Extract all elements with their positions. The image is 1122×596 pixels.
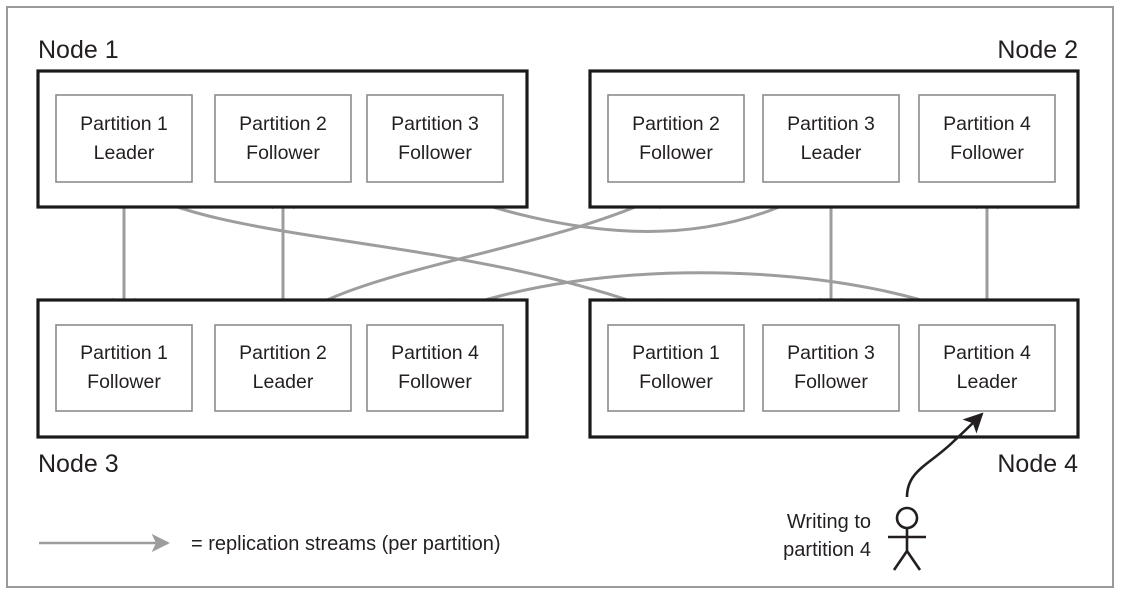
partition-role: Follower [87, 371, 161, 393]
partition-role: Leader [94, 142, 155, 164]
writer-arrow [905, 412, 984, 498]
stick-figure-icon [888, 506, 926, 571]
node-3-partition-2[interactable]: Partition 2 Leader [214, 324, 352, 412]
partition-role: Follower [950, 142, 1024, 164]
node-1-partition-3[interactable]: Partition 3 Follower [366, 94, 504, 183]
partition-role: Follower [246, 142, 320, 164]
node-1-partition-1[interactable]: Partition 1 Leader [55, 94, 193, 183]
node-1-partition-2[interactable]: Partition 2 Follower [214, 94, 352, 183]
node-4-partition-3[interactable]: Partition 4 Leader [918, 324, 1056, 412]
partition-name: Partition 2 [239, 342, 327, 364]
partition-name: Partition 4 [943, 113, 1031, 135]
node-4-partition-1[interactable]: Partition 1 Follower [607, 324, 745, 412]
node-1-group[interactable]: Node 1 Partition 1 Leader Partition 2 Fo… [36, 36, 529, 209]
partition-role: Follower [794, 371, 868, 393]
partition-name: Partition 3 [787, 113, 875, 135]
node-3-partition-3[interactable]: Partition 4 Follower [366, 324, 504, 412]
partition-name: Partition 3 [391, 113, 479, 135]
partition-name: Partition 4 [391, 342, 479, 364]
writer-label-line1: Writing to [787, 511, 871, 533]
partition-role: Follower [639, 142, 713, 164]
partition-role: Leader [957, 371, 1018, 393]
legend-group: = replication streams (per partition) [39, 533, 501, 555]
node-2-partition-3[interactable]: Partition 4 Follower [918, 94, 1056, 183]
legend-label: = replication streams (per partition) [191, 533, 501, 555]
partition-role: Follower [398, 142, 472, 164]
node-3-group[interactable]: Node 3 Partition 1 Follower Partition 2 … [36, 298, 529, 478]
partition-name: Partition 1 [632, 342, 720, 364]
partition-role: Follower [398, 371, 472, 393]
partition-name: Partition 4 [943, 342, 1031, 364]
partition-role: Leader [801, 142, 862, 164]
node-2-partition-2[interactable]: Partition 3 Leader [762, 94, 900, 183]
node-4-partition-2[interactable]: Partition 3 Follower [762, 324, 900, 412]
partition-name: Partition 2 [632, 113, 720, 135]
partition-name: Partition 2 [239, 113, 327, 135]
node-1-label: Node 1 [38, 36, 119, 64]
node-2-group[interactable]: Node 2 Partition 2 Follower Partition 3 … [588, 36, 1080, 209]
writer-annotation-group: Writing to partition 4 [783, 412, 984, 571]
node-2-partition-1[interactable]: Partition 2 Follower [607, 94, 745, 183]
partition-name: Partition 1 [80, 113, 168, 135]
partition-name: Partition 1 [80, 342, 168, 364]
writer-label-line2: partition 4 [783, 539, 871, 561]
node-4-group[interactable]: Node 4 Partition 1 Follower Partition 3 … [588, 298, 1080, 478]
partition-name: Partition 3 [787, 342, 875, 364]
outer-frame [6, 6, 1114, 588]
node-2-label: Node 2 [997, 36, 1078, 64]
partition-role: Follower [639, 371, 713, 393]
node-4-label: Node 4 [997, 450, 1078, 478]
node-3-label: Node 3 [38, 450, 119, 478]
partition-role: Leader [253, 371, 314, 393]
node-3-partition-1[interactable]: Partition 1 Follower [55, 324, 193, 412]
